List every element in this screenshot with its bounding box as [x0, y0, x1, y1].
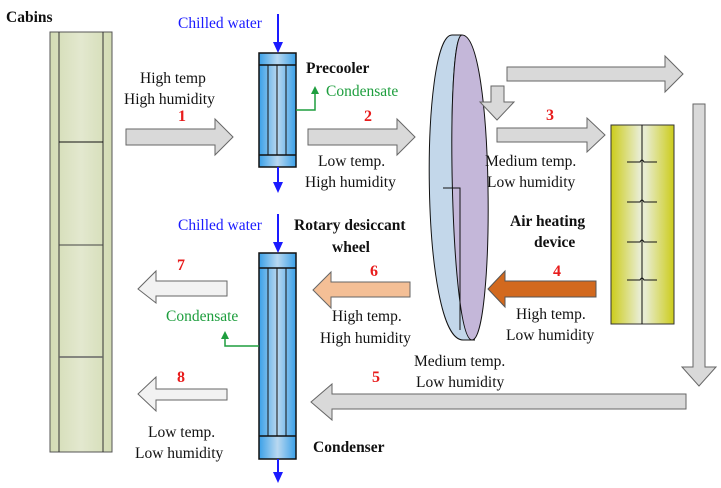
cabins — [49, 31, 113, 453]
condenser — [258, 252, 297, 460]
condensate-arrow-bottom — [221, 331, 259, 347]
chilled-water-label-bottom: Chilled water — [178, 217, 263, 234]
precooler-label: Precooler — [306, 60, 370, 77]
return-duct-down-arrow — [680, 103, 718, 387]
stream-3-arrow — [496, 116, 606, 154]
rotary-desiccant-wheel — [428, 34, 489, 341]
stream-1-label-line2: High humidity — [124, 91, 215, 108]
stream-4-arrow — [487, 269, 597, 309]
cabins-label: Cabins — [6, 9, 53, 26]
bypass-down-arrow — [478, 85, 516, 121]
condensate-label-bottom: Condensate — [166, 308, 238, 325]
chilled-water-outlet-arrow-bottom — [273, 459, 283, 483]
stream-3-label-line2: Low humidity — [487, 174, 576, 191]
stream-3-label-line1: Medium temp. — [485, 153, 576, 170]
stream-4-label-line2: Low humidity — [506, 327, 595, 344]
air-heating-device — [610, 124, 675, 325]
stream-6-number: 6 — [370, 263, 378, 280]
stream-2-label-line1: Low temp. — [318, 153, 385, 170]
heater-label-line2: device — [534, 234, 575, 251]
stream-4-number: 4 — [553, 263, 561, 280]
chilled-water-label-top: Chilled water — [178, 15, 263, 32]
chilled-water-outlet-arrow-top — [273, 167, 283, 193]
wheel-label-line2: wheel — [332, 239, 371, 256]
stream-2-label-line2: High humidity — [305, 174, 396, 191]
stream-1-arrow — [125, 117, 234, 157]
condenser-label: Condenser — [313, 439, 385, 456]
chilled-water-arrow-bottom — [273, 214, 283, 253]
stream-6-arrow — [312, 270, 411, 310]
stream-7-number: 7 — [177, 257, 185, 274]
stream-8-label-line1: Low temp. — [148, 424, 215, 441]
wheel-label-line1: Rotary desiccant — [294, 217, 406, 234]
stream-1-label-line1: High temp — [140, 70, 206, 87]
stream-8-number: 8 — [177, 369, 185, 386]
stream-5-arrow — [310, 382, 687, 422]
condensate-arrow-top — [296, 86, 319, 111]
condensate-label-top: Condensate — [326, 83, 398, 100]
stream-5-label-line1: Medium temp. — [414, 353, 505, 370]
stream-6-label-line1: High temp. — [332, 308, 402, 325]
stream-3-number: 3 — [546, 107, 554, 124]
stream-7-arrow — [137, 269, 228, 305]
stream-5-label-line2: Low humidity — [416, 374, 505, 391]
bypass-arrow-top — [506, 54, 684, 94]
stream-8-label-line2: Low humidity — [135, 445, 224, 462]
stream-5-number: 5 — [372, 369, 380, 386]
stream-6-label-line2: High humidity — [320, 330, 411, 347]
heater-label-line1: Air heating — [510, 213, 585, 230]
stream-2-number: 2 — [364, 108, 372, 125]
stream-1-number: 1 — [178, 108, 186, 125]
stream-2-arrow — [307, 117, 416, 157]
stream-4-label-line1: High temp. — [516, 306, 586, 323]
chilled-water-arrow-top — [273, 14, 283, 53]
stream-8-arrow — [137, 375, 228, 413]
precooler — [258, 52, 297, 168]
